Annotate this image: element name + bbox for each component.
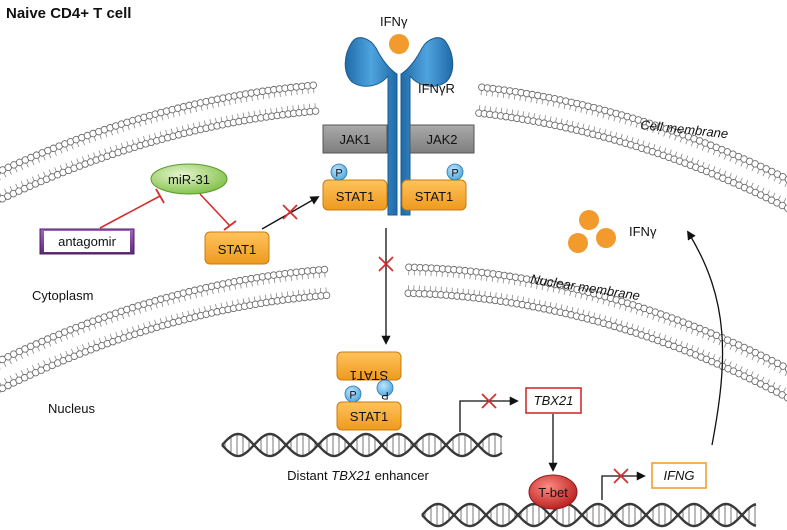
stat1-dimer-top: STAT1	[336, 351, 402, 383]
jak1-kinase: JAK1	[322, 124, 388, 154]
phospho-dimer-right: P	[376, 379, 394, 401]
phospho-right: P	[446, 163, 464, 181]
phospho-left: P	[330, 163, 348, 181]
ifng-receptor-label: IFNγR	[418, 81, 455, 96]
jak2-label: JAK2	[426, 132, 457, 147]
enhancer-label: Distant TBX21 enhancer	[287, 468, 429, 483]
ifng-receptor	[344, 37, 454, 216]
secreted-ifng-cluster	[568, 210, 616, 253]
ifng-gene-box: IFNG	[651, 462, 707, 489]
dna-helix-enhancer	[221, 432, 503, 458]
inhibition-antagomir-mir31	[99, 188, 165, 229]
tbet-protein: T-bet	[528, 474, 578, 510]
arrow-ifng-secretion	[687, 230, 724, 446]
ifng-ligand-label: IFNγ	[380, 14, 408, 29]
cytoplasm-label: Cytoplasm	[32, 288, 93, 303]
stat1-label: STAT1	[336, 189, 375, 204]
ifng-promoter-arrow	[601, 471, 646, 500]
jak2-kinase: JAK2	[409, 124, 475, 154]
phospho-label: P	[335, 168, 342, 180]
phospho-label: P	[451, 168, 458, 180]
dna-helix-ifng	[421, 502, 757, 528]
tbx21-gene-label: TBX21	[534, 393, 574, 408]
phospho-dimer-left: P	[344, 385, 362, 403]
stat1-label: STAT1	[350, 409, 389, 424]
stat1-cytoplasmic: STAT1	[204, 231, 270, 265]
stat1-label: STAT1	[415, 189, 454, 204]
nuclear-membrane	[0, 263, 787, 402]
phospho-label: P	[381, 389, 388, 401]
blocked-mark-ifng	[613, 468, 629, 484]
stat1-receptor-right: STAT1	[401, 179, 467, 211]
nucleus-label: Nucleus	[48, 401, 95, 416]
ifng-gene-label: IFNG	[663, 468, 694, 483]
antagomir-label: antagomir	[58, 234, 116, 249]
stat1-label: STAT1	[350, 368, 389, 383]
stat1-label: STAT1	[218, 242, 257, 257]
inhibition-mir31-stat1	[199, 193, 237, 231]
ifng-ligand	[389, 34, 409, 54]
blocked-mark-translocation	[378, 256, 394, 272]
jak1-label: JAK1	[339, 132, 370, 147]
tbx21-gene-box: TBX21	[525, 387, 582, 414]
secreted-ifng-label: IFNγ	[629, 224, 657, 239]
blocked-mark-tbx21	[481, 393, 497, 409]
cell-membrane	[0, 81, 787, 212]
tbet-label: T-bet	[538, 485, 568, 500]
antagomir-box: antagomir	[39, 228, 135, 255]
mir31-label: miR-31	[168, 172, 210, 187]
stat1-dimer-bottom: STAT1	[336, 401, 402, 431]
stat1-receptor-left: STAT1	[322, 179, 388, 211]
mir31-node: miR-31	[150, 163, 228, 195]
diagram-title: Naive CD4+ T cell	[6, 5, 131, 22]
nuclear-membrane-label: Nuclear membrane	[530, 271, 642, 303]
blocked-mark-recruitment	[282, 204, 298, 220]
tbx21-promoter-arrow	[459, 396, 519, 432]
phospho-label: P	[349, 390, 356, 402]
